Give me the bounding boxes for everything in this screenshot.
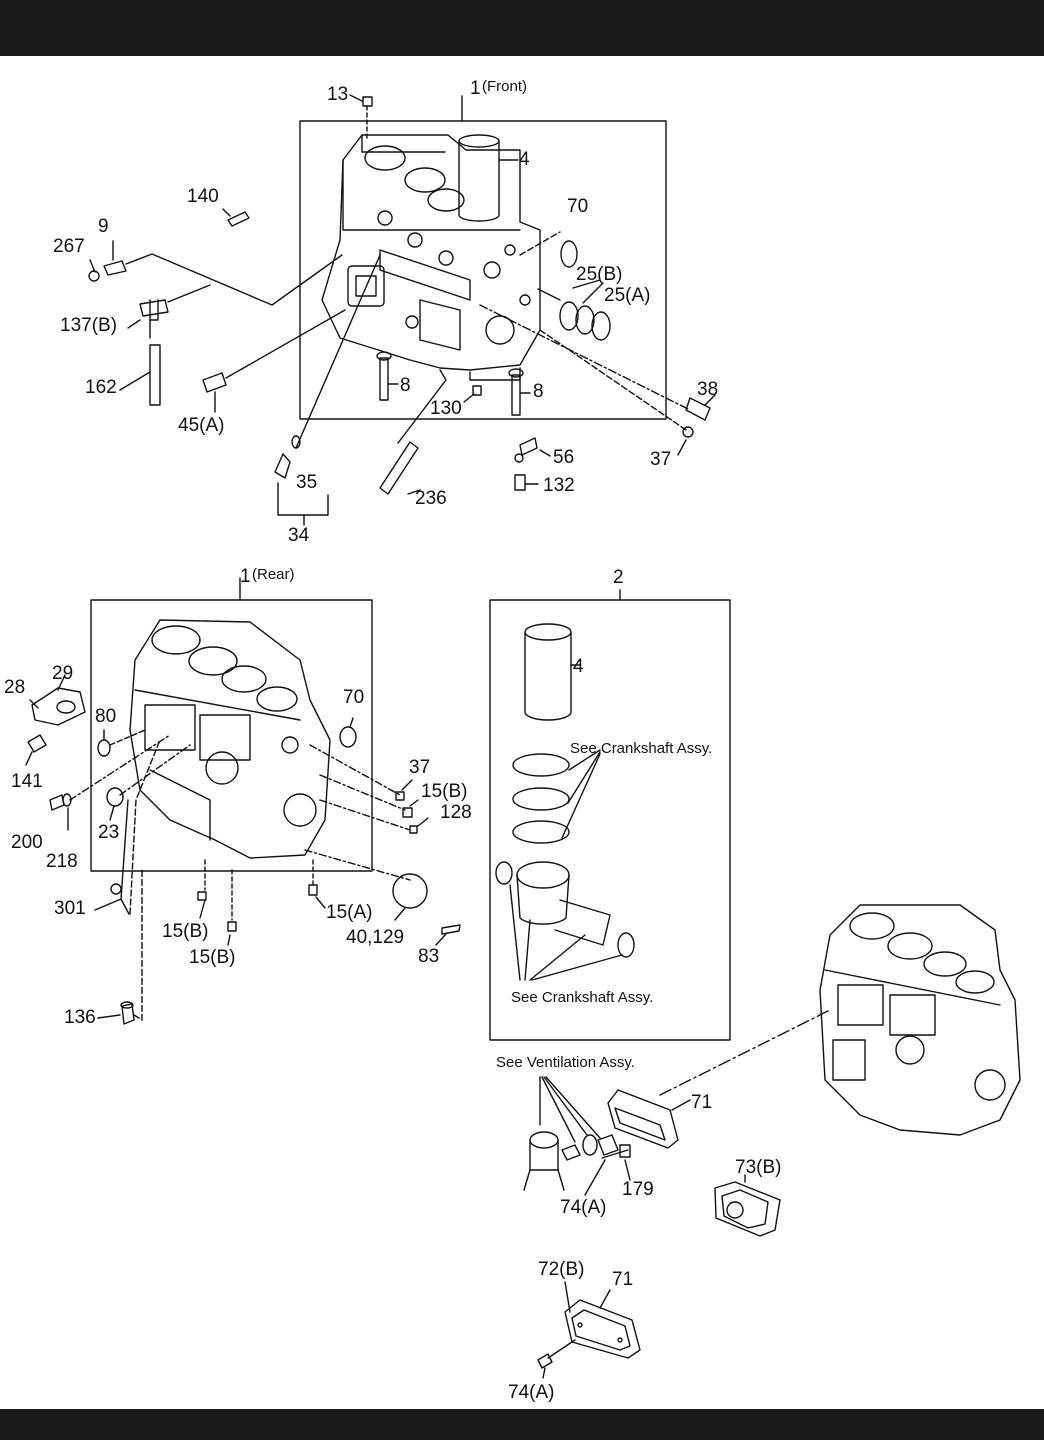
- callout-74a-lower: 74(A): [508, 1382, 555, 1403]
- callout-130: 130: [430, 398, 462, 419]
- note-see-ventilation: See Ventilation Assy.: [496, 1054, 635, 1071]
- callout-137b: 137(B): [60, 315, 118, 336]
- callout-23: 23: [98, 822, 120, 843]
- callout-218: 218: [46, 851, 78, 872]
- callout-13: 13: [327, 84, 349, 105]
- callout-162: 162: [85, 377, 117, 398]
- callout-37-front: 37: [650, 449, 672, 470]
- callout-1-front-sub: (Front): [482, 78, 527, 95]
- callout-179: 179: [622, 1179, 654, 1200]
- callout-70-rear: 70: [343, 687, 365, 708]
- note-see-crankshaft-piston: See Crankshaft Assy.: [511, 989, 654, 1006]
- callout-200: 200: [11, 832, 43, 853]
- callout-15a: 15(A): [326, 902, 373, 923]
- footer-bar: [0, 1409, 1044, 1440]
- callout-141: 141: [11, 771, 43, 792]
- piston: [495, 861, 635, 958]
- callout-25b-front: 25(B): [576, 264, 623, 285]
- plain-cover-73b: [714, 1174, 781, 1237]
- header-bar: [0, 0, 1044, 56]
- ventilation-parts: [523, 1131, 631, 1191]
- callout-9: 9: [98, 216, 109, 237]
- callout-74a-upper: 74(A): [560, 1197, 607, 1218]
- callout-2: 2: [613, 567, 624, 588]
- callout-71-lower: 71: [612, 1269, 634, 1290]
- callout-80: 80: [95, 706, 117, 727]
- callout-8-right: 8: [533, 381, 544, 402]
- callout-236: 236: [415, 488, 447, 509]
- cylinder-liner-front: [458, 134, 519, 222]
- rear-cylinder-block: [129, 619, 331, 859]
- callout-73b: 73(B): [735, 1157, 782, 1178]
- callout-140: 140: [187, 186, 219, 207]
- callout-8-left: 8: [400, 375, 411, 396]
- callout-15b-right: 15(B): [421, 781, 468, 802]
- callout-45a: 45(A): [178, 415, 225, 436]
- cylinder-liner-kit: [524, 623, 581, 721]
- callout-40-129: 40,129: [346, 927, 405, 948]
- callout-15b-mid: 15(B): [162, 921, 209, 942]
- callout-128: 128: [440, 802, 472, 823]
- callout-72b: 72(B): [538, 1259, 585, 1280]
- callout-267: 267: [53, 236, 85, 257]
- side-cover-gasket: [607, 1089, 691, 1149]
- callout-70-front: 70: [567, 196, 589, 217]
- callout-1-front-number: 1: [470, 78, 481, 99]
- callout-34: 34: [288, 525, 310, 546]
- callout-1-rear-sub: (Rear): [252, 566, 295, 583]
- cover-gasket-72b-71: [564, 1281, 641, 1359]
- note-see-crankshaft-rings: See Crankshaft Assy.: [570, 740, 713, 757]
- assembled-cylinder-block: [819, 904, 1021, 1136]
- callout-301: 301: [54, 898, 86, 919]
- front-cylinder-block: [321, 134, 541, 381]
- callout-35: 35: [296, 472, 318, 493]
- callout-1-rear-number: 1: [240, 566, 251, 587]
- callout-71-upper: 71: [691, 1092, 713, 1113]
- callout-4-front: 4: [519, 149, 530, 170]
- callout-37-rear: 37: [409, 757, 431, 778]
- callout-25a: 25(A): [604, 285, 651, 306]
- callout-56: 56: [553, 447, 575, 468]
- callout-136: 136: [64, 1007, 96, 1028]
- liner-piston-kit-frame: [489, 599, 731, 1041]
- front-view-frame: [299, 120, 667, 420]
- callout-29: 29: [52, 663, 74, 684]
- callout-38: 38: [697, 379, 719, 400]
- callout-4-kit: 4: [573, 656, 584, 677]
- callout-15b-low: 15(B): [189, 947, 236, 968]
- callout-132: 132: [543, 475, 575, 496]
- callout-83: 83: [418, 946, 440, 967]
- callout-28: 28: [4, 677, 26, 698]
